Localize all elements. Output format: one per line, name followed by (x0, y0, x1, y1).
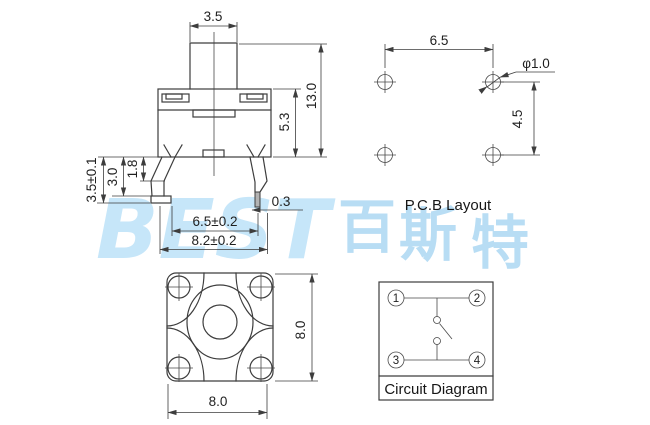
watermark-cjk-char: 特 (471, 209, 529, 277)
dim-total-height: 13.0 (304, 83, 319, 109)
circuit-wires (404, 297, 469, 361)
top-view-base (166, 272, 274, 382)
dim-top-width: 3.5 (204, 9, 223, 24)
circuit-diagram-title: Circuit Diagram (384, 381, 487, 398)
pin-1: 1 (387, 289, 405, 307)
dim-lead-thickness: 0.3 (272, 194, 291, 209)
front-view-drawing: 3.5 13.0 5.3 1.8 3.0 3.5±0.1 0.3 6.5±0.2… (84, 9, 327, 254)
pin-4: 4 (468, 351, 486, 369)
dim-lead-bend: 1.8 (125, 160, 140, 179)
dim-top-view-width: 8.0 (209, 394, 228, 409)
dim-hole-diameter: φ1.0 (522, 56, 550, 71)
moving-contact (433, 337, 441, 345)
top-view-drawing: 8.0 8.0 (165, 272, 318, 419)
pin-3: 3 (387, 351, 405, 369)
pcb-layout-title: P.C.B Layout (405, 197, 492, 214)
circuit-diagram: 1 2 3 4 Circuit Diagram (378, 281, 494, 401)
dim-outer-span: 8.2±0.2 (192, 233, 237, 248)
button-inner-circle (202, 304, 238, 340)
switch-lever (439, 323, 453, 340)
watermark: BEST 百 斯 特 (96, 183, 529, 278)
svg-text:1: 1 (393, 293, 399, 305)
watermark-latin-text: BEST (96, 183, 336, 278)
svg-text:3: 3 (393, 355, 399, 367)
dim-hole-pitch-h: 6.5 (430, 33, 449, 48)
pcb-hole-crosshair (374, 71, 504, 166)
switch-plunger (189, 42, 238, 90)
pcb-layout-drawing: 6.5 4.5 φ1.0 P.C.B Layout (374, 33, 555, 214)
pin-2: 2 (468, 289, 486, 307)
dim-lead-pitch: 6.5±0.2 (193, 214, 238, 229)
dim-hole-pitch-v: 4.5 (510, 110, 525, 129)
svg-text:2: 2 (474, 293, 480, 305)
left-lead (150, 156, 176, 204)
svg-text:4: 4 (474, 355, 481, 367)
corner-terminal-crosshair (165, 273, 275, 382)
dim-lead-length: 3.5±0.1 (84, 158, 99, 203)
dim-body-height: 5.3 (277, 113, 292, 132)
dim-top-view-height: 8.0 (293, 321, 308, 340)
circuit-box (378, 281, 494, 401)
watermark-cjk-char: 斯 (399, 201, 457, 269)
dim-lead-mid: 3.0 (105, 168, 120, 187)
watermark-cjk-char: 百 (338, 193, 396, 261)
right-lead (249, 156, 268, 208)
fixed-contact (433, 316, 441, 324)
button-outer-ring (186, 284, 254, 360)
